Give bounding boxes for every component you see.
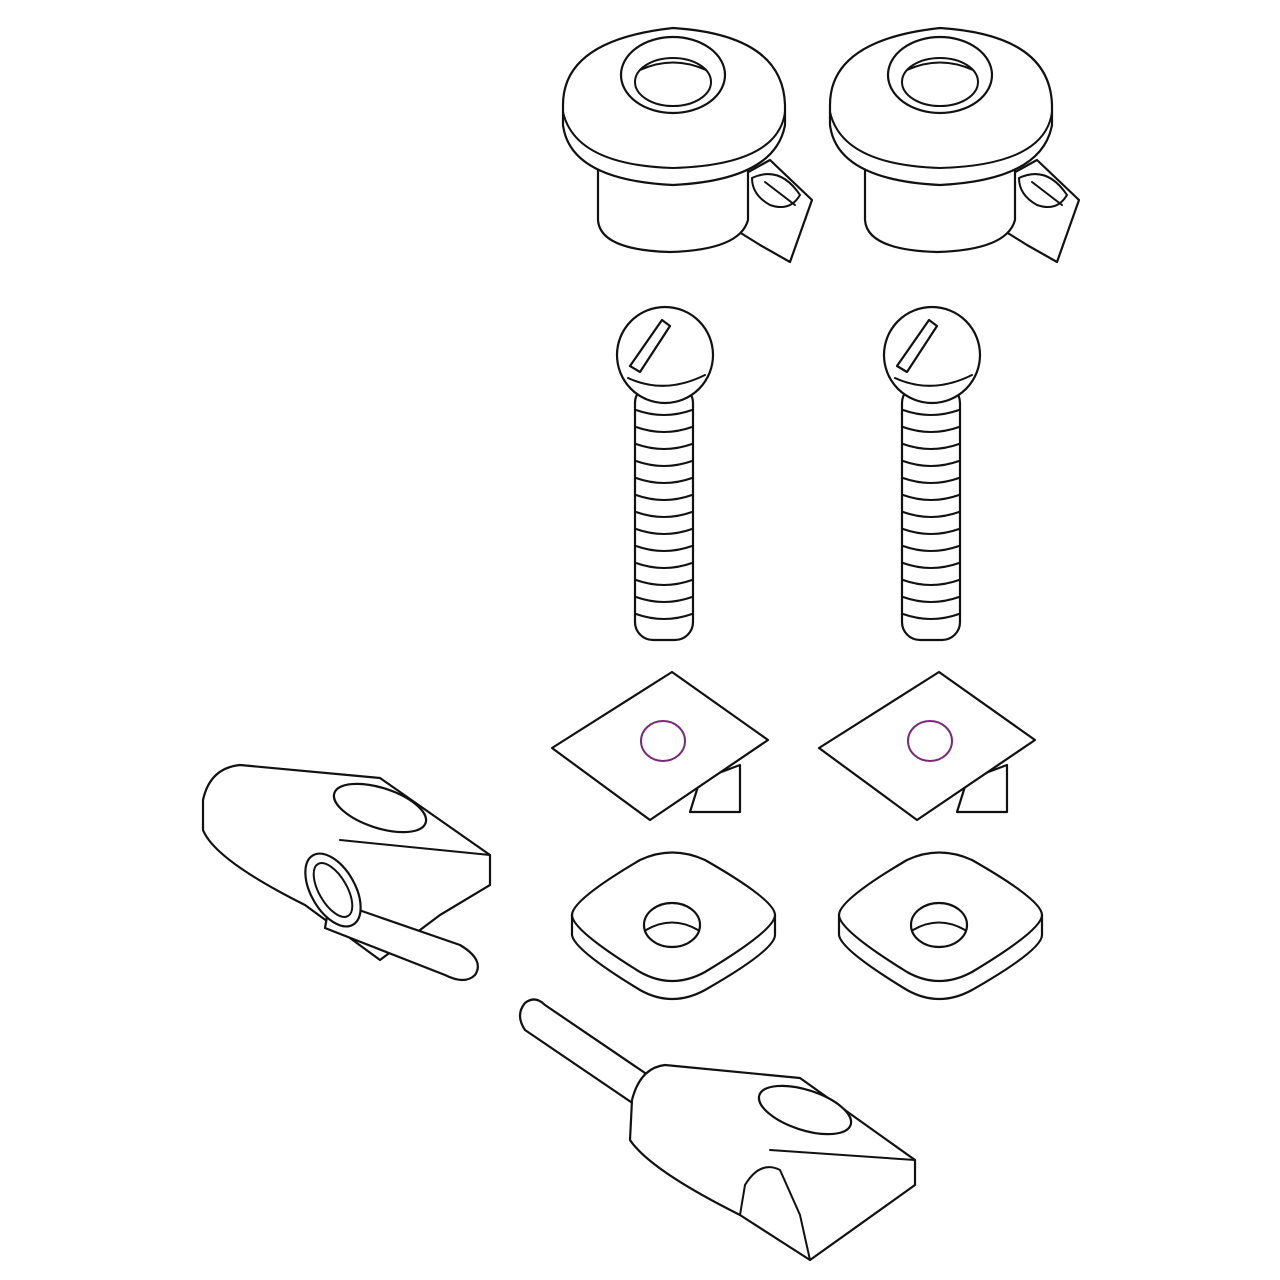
- screw-right: [882, 305, 982, 642]
- screw-left: [615, 305, 715, 642]
- clip-nut-left: [550, 670, 770, 822]
- clip-nut-right: [817, 670, 1037, 822]
- hinge-pin-block-upper: [201, 763, 492, 982]
- clip-nut-hole: [640, 720, 686, 762]
- washer-right: [837, 851, 1044, 1001]
- knob-nut-left: [561, 26, 814, 264]
- washer-left: [570, 851, 777, 1001]
- clip-nut-hole: [907, 720, 953, 762]
- hinge-pin-block-lower: [518, 998, 917, 1262]
- knob-nut-right: [828, 26, 1081, 264]
